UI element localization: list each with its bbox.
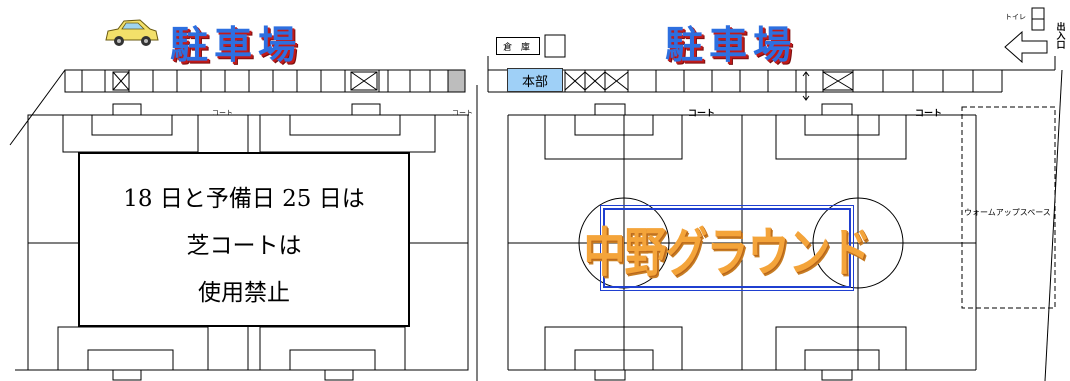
- exit-label: 出入口: [1056, 23, 1066, 51]
- court-label-3: コート: [688, 109, 716, 119]
- storage-building: [544, 34, 566, 58]
- warmup-space-area: [961, 106, 1056, 309]
- toilet-label: トイレ: [1005, 13, 1026, 21]
- arrow-left-icon: [1004, 30, 1048, 64]
- notice-box: 18 日と予備日 25 日は 芝コートは 使用禁止: [78, 152, 410, 327]
- storage-label: 倉 庫: [496, 37, 540, 55]
- right-field: [507, 103, 977, 381]
- ground-name: 中野グラウンド: [583, 221, 872, 283]
- ground-name-box: 中野グラウンド: [584, 205, 872, 291]
- car-icon: [105, 19, 159, 46]
- left-parking-title: 駐車場: [170, 22, 303, 67]
- left-parking-row: [64, 69, 466, 93]
- court-label-2: コート: [452, 109, 473, 117]
- left-boundary-line: [9, 69, 66, 146]
- right-parking-row: [487, 56, 1056, 101]
- court-label-1: コート: [212, 109, 233, 117]
- headquarters-label: 本部: [507, 68, 563, 92]
- warmup-space-label: ウォームアップスペース: [964, 208, 1051, 217]
- court-label-4: コート: [915, 109, 943, 119]
- right-boundary-line: [1044, 69, 1063, 381]
- notice-line-3: 使用禁止: [198, 280, 290, 306]
- notice-line-1: 18 日と予備日 25 日は: [123, 186, 365, 212]
- left-field: [15, 103, 469, 381]
- right-parking-title: 駐車場: [665, 22, 798, 67]
- notice-line-2: 芝コートは: [186, 233, 302, 259]
